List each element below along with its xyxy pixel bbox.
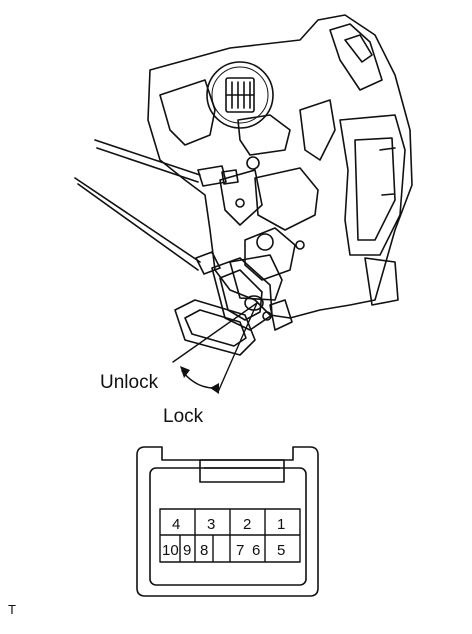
lock-direction-line [217, 302, 258, 393]
pin-label: 6 [252, 542, 260, 559]
unlock-direction-line [172, 302, 258, 363]
lock-label: Lock [163, 406, 204, 427]
pin-label: 7 [236, 542, 244, 559]
pin-label: 8 [200, 542, 208, 559]
connector-top-row: 4 3 2 1 [172, 516, 285, 533]
pin-label: 5 [277, 542, 285, 559]
corner-mark: T [8, 602, 16, 617]
unlock-arrowhead [180, 366, 190, 378]
pin-label: 10 [162, 542, 179, 559]
unlock-label: Unlock [100, 372, 159, 393]
pin-label: 4 [172, 516, 180, 533]
connector-face [136, 446, 319, 597]
lock-arrowhead [210, 383, 219, 394]
connector-bottom-row: 10 9 8 7 6 5 [162, 542, 285, 559]
pin-label: 1 [277, 516, 285, 533]
pin-label: 9 [183, 542, 191, 559]
pin-label: 2 [243, 516, 251, 533]
pin-label: 3 [207, 516, 215, 533]
door-lock-assembly [74, 14, 413, 356]
